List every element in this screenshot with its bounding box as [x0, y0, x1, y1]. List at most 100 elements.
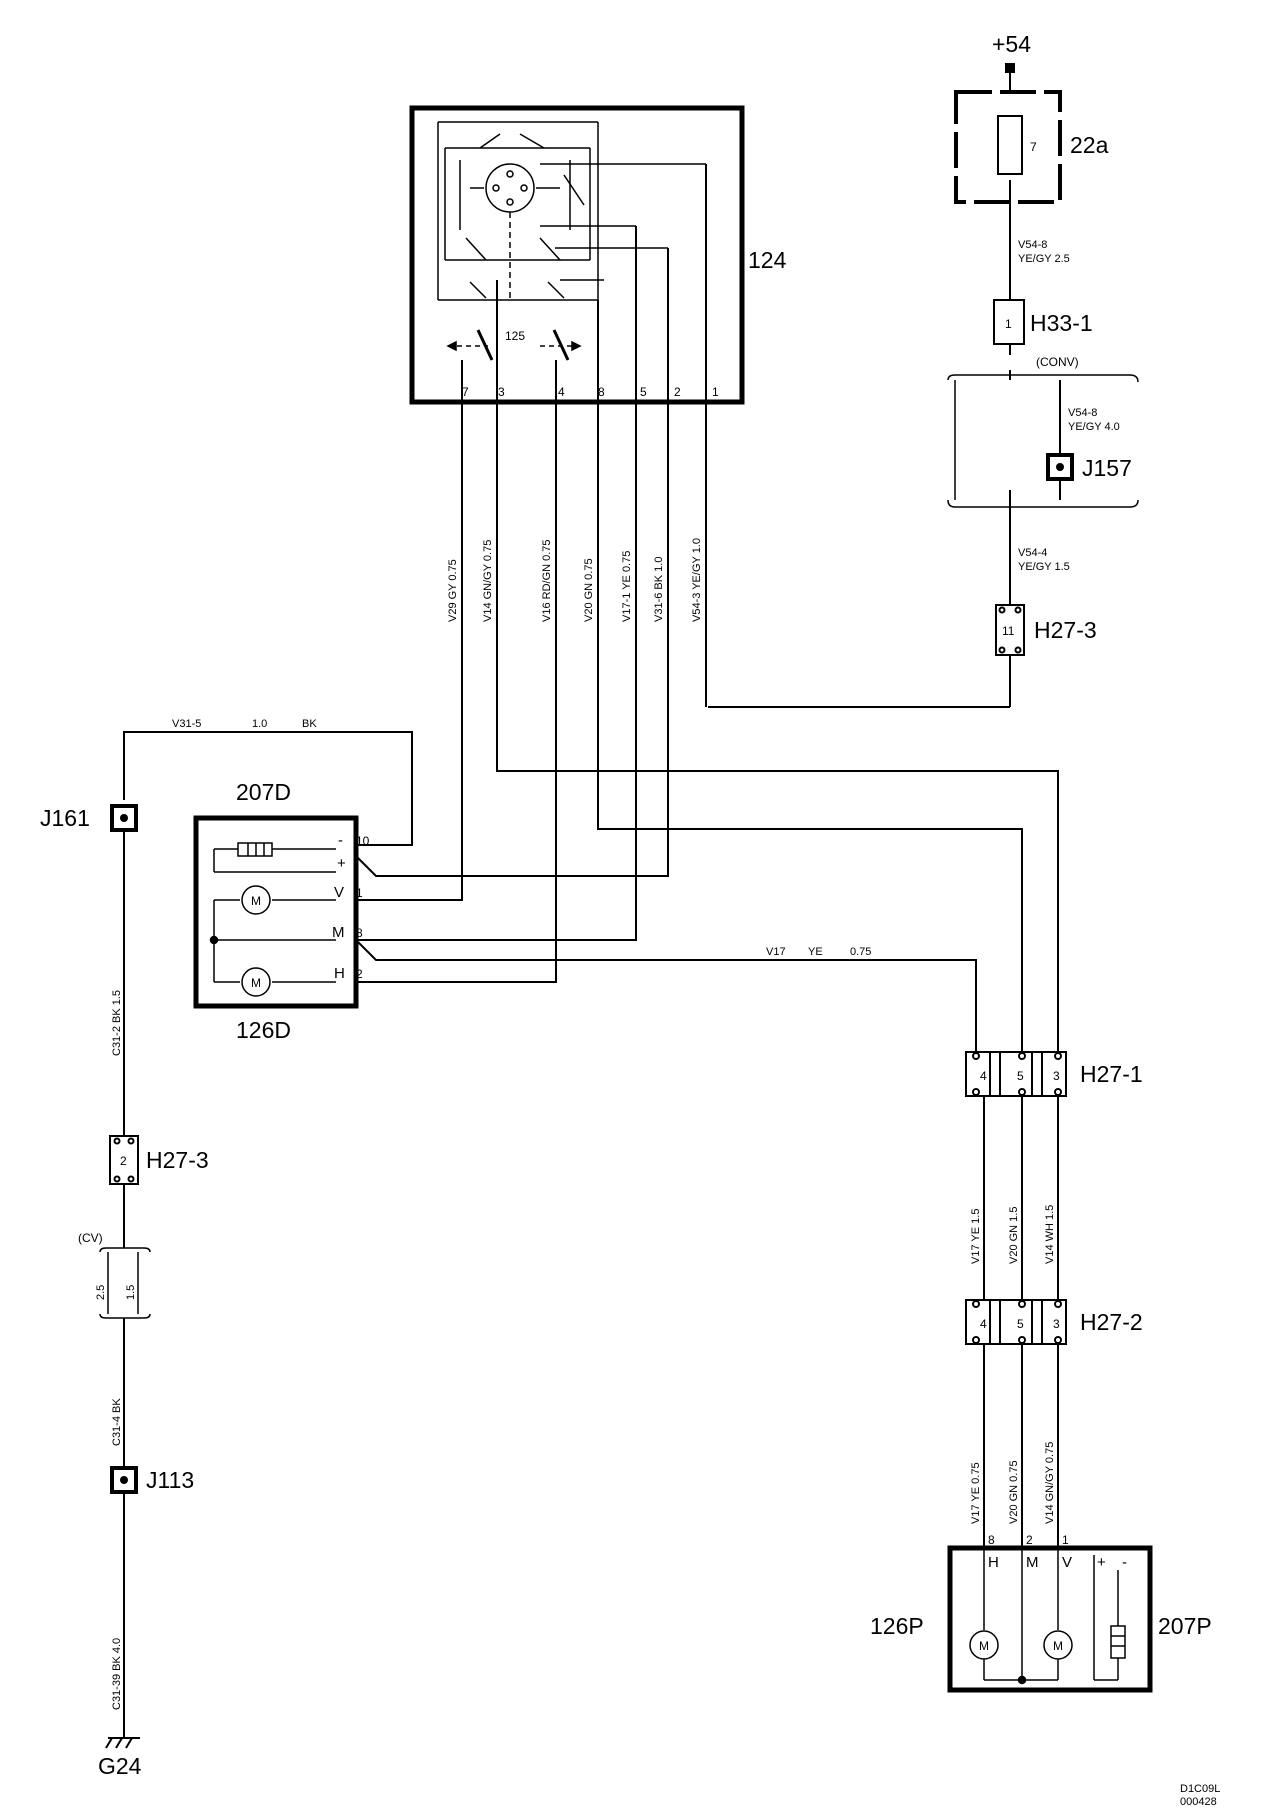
driver-term-h: H — [334, 965, 345, 982]
driver-term-pin8: 8 — [356, 926, 363, 940]
passenger-mirror-internals — [969, 1548, 1126, 1685]
pass-term-minus: - — [1122, 1554, 1127, 1571]
driver-term-plus: + — [337, 855, 346, 872]
switch-124 — [409, 105, 745, 405]
wire-v20-mid-label: V20 GN 1.5 — [1008, 1207, 1020, 1264]
j113-label: J113 — [146, 1467, 194, 1493]
pass-term-v: V — [1062, 1554, 1072, 1571]
fuse-number-label: 7 — [1030, 140, 1037, 154]
wire-v54-8-b-spec: YE/GY 4.0 — [1068, 421, 1120, 433]
fuse-box-label: 22a — [1070, 132, 1109, 158]
driver-motor-h-symbol: M — [251, 976, 261, 990]
wire-v54-8-b-label: V54-8 — [1068, 407, 1097, 419]
switch-pin-leads — [461, 164, 707, 402]
h27-1-label: H27-1 — [1080, 1061, 1143, 1087]
harness-wires-lower — [983, 1096, 1059, 1548]
heater-207d-label: 207D — [236, 779, 291, 805]
wire-v31-5-color: BK — [302, 718, 317, 730]
driver-term-minus: - — [338, 832, 343, 849]
h27-2-pin-4: 4 — [980, 1317, 987, 1331]
j161-label: J161 — [40, 805, 90, 831]
pass-term-m: M — [1026, 1554, 1039, 1571]
switch-pin-8: 8 — [598, 385, 605, 399]
switch-pin-5: 5 — [640, 385, 647, 399]
h27-1-pin-3: 3 — [1053, 1069, 1060, 1083]
driver-mirror-internals — [209, 842, 336, 997]
pass-motor-v-symbol: M — [1053, 1639, 1063, 1653]
cv-note: (CV) — [78, 1231, 103, 1245]
harness-wire-labels: V17 YE 1.5 V20 GN 1.5 V14 WH 1.5 V17 YE … — [970, 1205, 1056, 1524]
splice-j161 — [110, 804, 138, 832]
driver-term-pin10: 10 — [356, 834, 370, 848]
h27-2-pin-3: 3 — [1053, 1317, 1060, 1331]
switch-internals — [437, 121, 706, 361]
wire-v14-low-label: V14 GN/GY 0.75 — [1044, 1442, 1056, 1524]
h27-3-top-label: H27-3 — [1034, 617, 1097, 643]
h33-1-label: H33-1 — [1030, 310, 1093, 336]
wire-v54-4-label: V54-4 — [1018, 547, 1047, 559]
wire-v17-low-label: V17 YE 0.75 — [970, 1462, 982, 1524]
wire-v17-mid-label: V17 YE 1.5 — [970, 1209, 982, 1264]
wire-v20-low-label: V20 GN 0.75 — [1008, 1460, 1020, 1524]
h33-1-pin: 1 — [1005, 317, 1012, 331]
wire-v31-5-label: V31-5 — [172, 718, 201, 730]
pass-pin-1: 1 — [1062, 1533, 1069, 1547]
h27-1-pin-4: 4 — [980, 1069, 987, 1083]
h27-1-pin-5: 5 — [1017, 1069, 1024, 1083]
conv-bracket — [947, 374, 1139, 508]
splice-j157 — [1046, 453, 1074, 481]
diagram-code-1: D1C09L — [1180, 1783, 1220, 1795]
wire-c31-2-label: C31-2 BK 1.5 — [111, 990, 123, 1056]
feed-wires — [708, 68, 1011, 708]
wire-c31-39-label: C31-39 BK 4.0 — [111, 1638, 123, 1710]
fuse-box-22a — [954, 90, 1062, 204]
switch-inner-label: 125 — [505, 329, 525, 343]
wire-v14-label: V14 GN/GY 0.75 — [482, 540, 494, 622]
cv-size-b: 1.5 — [125, 1285, 137, 1300]
battery-terminal-label: +54 — [992, 31, 1031, 57]
switch-wire-runs — [123, 402, 1059, 1052]
switch-label: 124 — [748, 247, 787, 273]
switch-pin-2: 2 — [674, 385, 681, 399]
motor-126d-label: 126D — [236, 1017, 291, 1043]
wire-v54-4-spec: YE/GY 1.5 — [1018, 561, 1070, 573]
driver-term-m: M — [332, 924, 345, 941]
splice-j113 — [110, 1466, 138, 1494]
wire-c31-4-label: C31-4 BK — [111, 1398, 123, 1446]
wire-v16-label: V16 RD/GN 0.75 — [541, 539, 553, 622]
h27-2-pin-5: 5 — [1017, 1317, 1024, 1331]
h27-2-label: H27-2 — [1080, 1309, 1143, 1335]
conv-note: (CONV) — [1036, 355, 1079, 369]
ground-symbol — [105, 1737, 140, 1749]
h27-3-left-label: H27-3 — [146, 1147, 209, 1173]
wire-v54-8-a-spec: YE/GY 2.5 — [1018, 253, 1070, 265]
wire-v54-3-label: V54-3 YE/GY 1.0 — [691, 538, 703, 622]
switch-pin-1: 1 — [712, 385, 719, 399]
j157-label: J157 — [1082, 455, 1132, 481]
wire-v54-8-a-label: V54-8 — [1018, 239, 1047, 251]
driver-term-pin1: 1 — [356, 886, 363, 900]
pass-term-plus: + — [1097, 1554, 1106, 1571]
switch-wire-labels: V29 GY 0.75 V14 GN/GY 0.75 V16 RD/GN 0.7… — [447, 538, 703, 622]
driver-term-v: V — [334, 884, 344, 901]
wire-v17-h-label: V17 — [766, 946, 786, 958]
wire-v31-5-size: 1.0 — [252, 718, 267, 730]
wire-v31-6-label: V31-6 BK 1.0 — [653, 557, 665, 622]
wire-v29-label: V29 GY 0.75 — [447, 559, 459, 622]
h27-3-top-pin: 11 — [1002, 624, 1015, 638]
driver-term-pin2: 2 — [356, 967, 363, 981]
driver-motor-v-symbol: M — [251, 894, 261, 908]
wire-v17-h-color: YE — [808, 946, 823, 958]
pass-pin-8: 8 — [988, 1533, 995, 1547]
switch-pin-4: 4 — [558, 385, 565, 399]
connector-h27-1 — [965, 1051, 1067, 1097]
connector-h27-3-top — [995, 604, 1025, 656]
pass-motor-h-symbol: M — [979, 1639, 989, 1653]
cv-size-a: 2.5 — [95, 1285, 107, 1300]
battery-terminal-marker — [1005, 63, 1015, 73]
passenger-mirror-box — [947, 1545, 1153, 1693]
wire-v20-label: V20 GN 0.75 — [583, 558, 595, 622]
switch-pin-7: 7 — [462, 385, 469, 399]
